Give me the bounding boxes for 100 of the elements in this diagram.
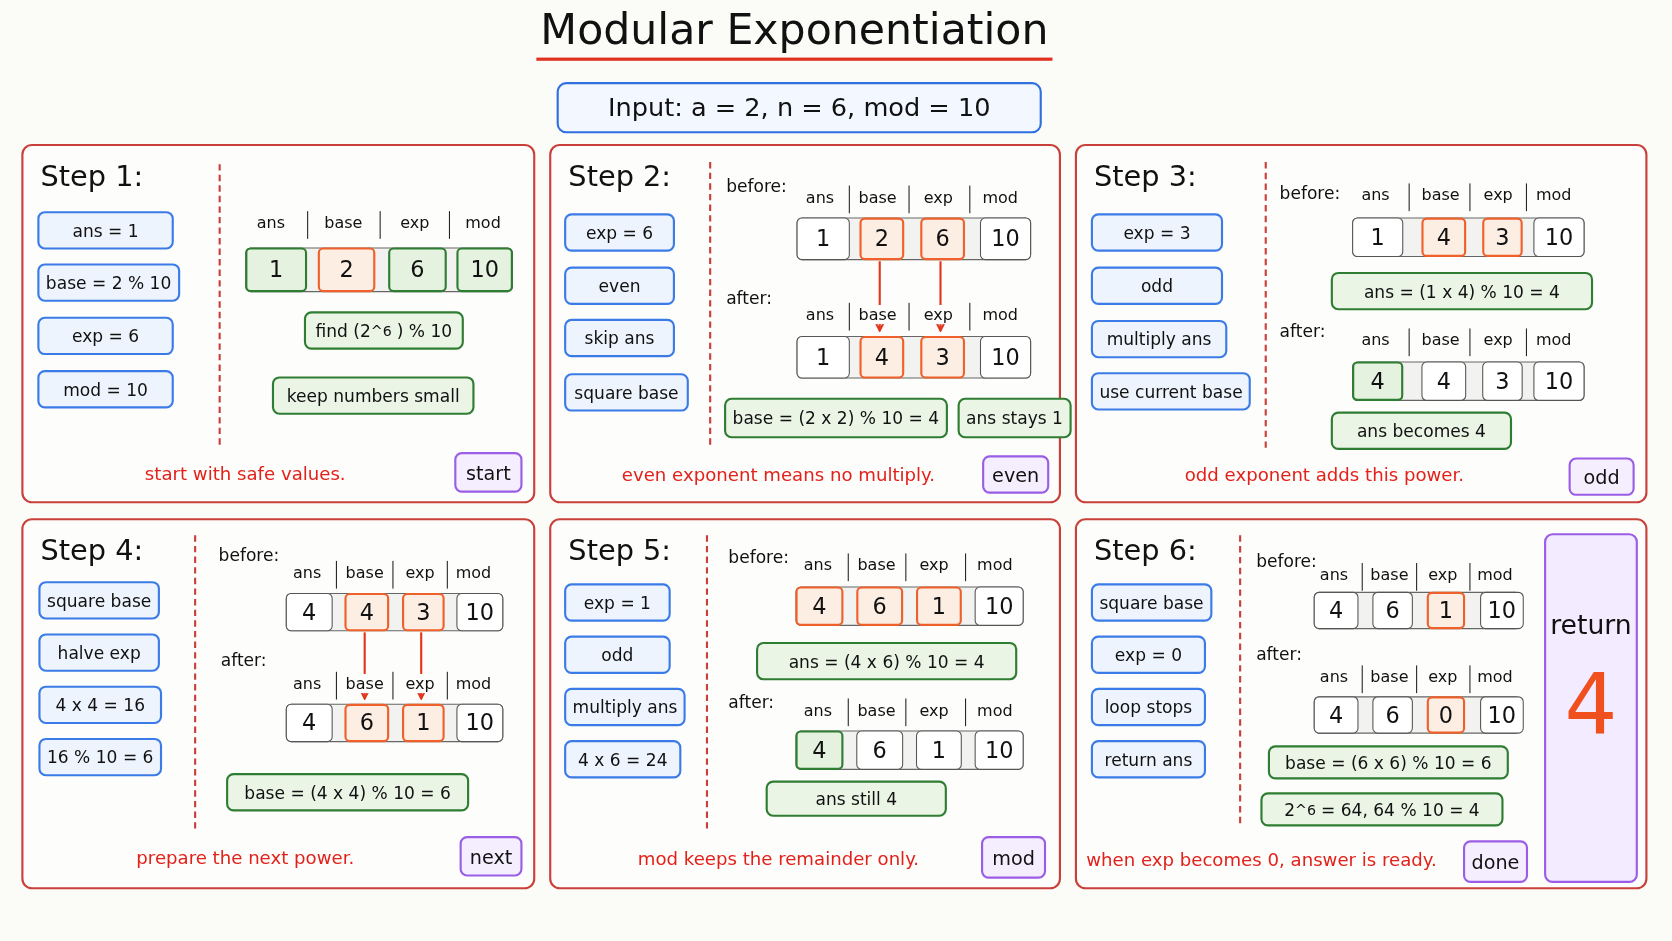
column-header: base <box>343 673 386 694</box>
value-cell: 4 <box>1421 361 1467 401</box>
value-cell: 1 <box>1352 217 1404 257</box>
return-value: 4 <box>1564 662 1618 746</box>
result-box: ans stays 1 <box>957 397 1072 439</box>
value-cell: 10 <box>1533 361 1585 401</box>
result-box: ans = (1 x 4) % 10 = 4 <box>1330 271 1594 311</box>
value-cell: 4 <box>285 703 333 743</box>
result-box: ans becomes 4 <box>1330 411 1513 450</box>
value-cell: 6 <box>388 247 447 293</box>
value-cell: 1 <box>245 247 308 293</box>
step-caption: even exponent means no multiply. <box>621 463 935 486</box>
step-note-box: square base <box>564 373 689 412</box>
tag-box: mod <box>981 836 1047 879</box>
value-cell: 1 <box>402 703 445 743</box>
step-note-box: multiply ans <box>564 687 686 727</box>
step-note-box: multiply ans <box>1090 319 1228 359</box>
value-cell: 4 <box>1421 217 1467 257</box>
step-note-box: base = 2 % 10 <box>37 263 180 302</box>
value-cell: 4 <box>1352 361 1404 401</box>
row-label: before: <box>1256 551 1317 572</box>
input-box: Input: a = 2, n = 6, mod = 10 <box>556 82 1042 134</box>
value-cell: 0 <box>1426 696 1466 734</box>
step-note-box: use current base <box>1090 372 1252 411</box>
step-note-box: exp = 3 <box>1090 213 1224 252</box>
arrow <box>935 261 946 332</box>
step-note-box: even <box>564 266 675 305</box>
title: Modular Exponentiation <box>536 4 1053 61</box>
value-cell: 6 <box>344 703 390 743</box>
step-note-box: loop stops <box>1090 687 1206 727</box>
value-cell: 3 <box>402 592 445 632</box>
value-cell: 4 <box>859 335 905 379</box>
row-label: before: <box>728 547 789 568</box>
step-note-box: 16 % 10 = 6 <box>38 737 163 777</box>
step-note-box: exp = 6 <box>37 316 174 356</box>
row-label: before: <box>218 544 280 566</box>
value-cell: 1 <box>1426 591 1466 630</box>
step-note-box: exp = 0 <box>1090 635 1206 674</box>
step-heading: Step 6: <box>1094 533 1197 567</box>
step-heading: Step 4: <box>40 533 144 567</box>
row-label: after: <box>1279 320 1326 342</box>
step-note-box: ans = 1 <box>37 211 174 250</box>
value-cell: 1 <box>796 335 850 379</box>
value-cell: 10 <box>1480 696 1524 734</box>
result-box: base = (4 x 4) % 10 = 6 <box>226 773 470 812</box>
return-label: return <box>1550 609 1632 641</box>
row-label: before: <box>1279 183 1341 204</box>
value-cell: 4 <box>795 730 844 770</box>
step-note-box: square base <box>1090 583 1213 622</box>
value-cell: 2 <box>317 247 376 293</box>
step-caption: prepare the next power. <box>136 846 355 868</box>
value-cell: 2 <box>859 217 905 261</box>
step-panel <box>21 143 536 504</box>
step-caption: mod keeps the remainder only. <box>637 847 920 870</box>
step-note-box: skip ans <box>564 318 675 358</box>
result-box: base = (2 x 2) % 10 = 4 <box>724 397 948 439</box>
result-box: keep numbers small <box>271 376 475 415</box>
return-box <box>1544 533 1638 883</box>
value-cell: 10 <box>979 217 1032 261</box>
step-caption: odd exponent adds this power. <box>1184 463 1465 486</box>
step-note-box: mod = 10 <box>37 370 174 409</box>
step-heading: Step 3: <box>1094 158 1197 192</box>
value-cell: 10 <box>974 730 1024 770</box>
step-note-box: halve exp <box>38 633 160 672</box>
result-box: base = (6 x 6) % 10 = 6 <box>1267 745 1509 780</box>
value-cell: 10 <box>979 335 1032 379</box>
arrow <box>359 632 370 700</box>
row-label: before: <box>726 175 787 197</box>
column-header: base <box>856 304 899 325</box>
step-panel <box>1074 518 1648 890</box>
value-cell: 6 <box>856 586 904 626</box>
value-cell: 1 <box>796 217 850 261</box>
row-label: after: <box>220 650 267 671</box>
step-note-box: 4 x 6 = 24 <box>564 740 682 779</box>
row-label: after: <box>726 287 772 309</box>
value-cell: 1 <box>915 586 962 626</box>
value-cell: 6 <box>1372 696 1413 734</box>
step-note-box: 4 x 4 = 16 <box>38 685 163 725</box>
column-header: exp <box>403 673 437 694</box>
step-caption: start with safe values. <box>144 462 346 485</box>
tag-box: even <box>982 455 1050 494</box>
value-cell: 4 <box>344 592 390 632</box>
tag-box: odd <box>1568 457 1635 496</box>
arrow <box>874 261 886 332</box>
arrow <box>415 632 427 700</box>
step-note-box: odd <box>564 635 671 674</box>
tag-box: next <box>459 836 523 877</box>
value-cell: 4 <box>795 586 844 626</box>
value-cell: 6 <box>1372 591 1413 630</box>
step-note-box: exp = 6 <box>564 213 675 252</box>
step-panel <box>21 518 536 890</box>
value-cell: 10 <box>1533 217 1585 257</box>
value-cell: 4 <box>1313 696 1359 734</box>
step-caption: when exp becomes 0, answer is ready. <box>1086 848 1437 871</box>
step-heading: Step 5: <box>568 533 672 567</box>
value-cell: 3 <box>1482 361 1523 401</box>
result-box: ans still 4 <box>765 780 947 817</box>
value-cell: 3 <box>920 335 966 379</box>
value-cell: 6 <box>856 730 904 770</box>
row-label: after: <box>1256 644 1302 665</box>
